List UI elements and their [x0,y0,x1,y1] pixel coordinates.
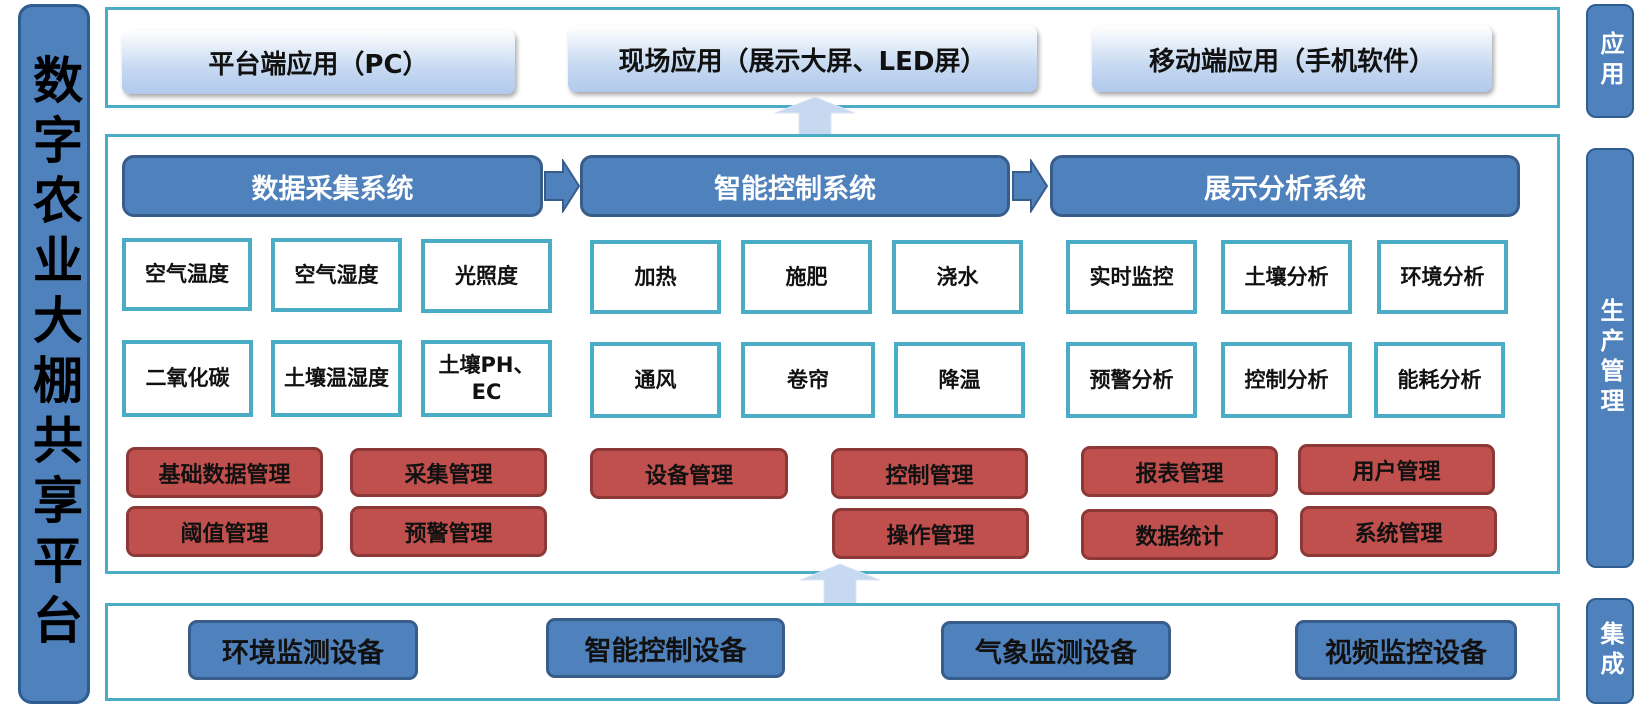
feature-warning-analysis: 预警分析 [1066,342,1197,418]
platform-title-text: 数字农业大棚共享平台 [25,54,83,654]
mgmt-system[interactable]: 系统管理 [1300,506,1497,557]
side-label-integration: 集成 [1586,598,1634,704]
platform-title: 数字农业大棚共享平台 [18,4,90,704]
system-header-control-label: 智能控制系统 [714,173,876,205]
feature-label: 土壤PH、EC [438,353,535,404]
device-label: 气象监测设备 [975,638,1137,669]
feature-label: 加热 [634,264,677,289]
feature-soil-analysis: 土壤分析 [1221,240,1352,314]
right-arrow-icon [544,159,581,213]
device-label: 智能控制设备 [584,635,747,667]
mgmt-device[interactable]: 设备管理 [590,448,788,499]
system-header-collection-label: 数据采集系统 [251,173,414,205]
device-label: 视频监控设备 [1325,637,1487,669]
feature-label: 光照度 [455,263,518,288]
feature-energy-analysis: 能耗分析 [1374,342,1505,418]
feature-air-humidity: 空气湿度 [271,238,402,312]
feature-label: 空气湿度 [294,262,379,287]
feature-environment-analysis: 环境分析 [1377,240,1508,314]
right-arrow-icon [1012,159,1049,213]
mgmt-data-statistics[interactable]: 数据统计 [1081,509,1278,560]
device-weather-monitoring[interactable]: 气象监测设备 [941,621,1171,680]
mgmt-threshold[interactable]: 阈值管理 [126,506,323,557]
mgmt-label: 系统管理 [1354,521,1443,547]
feature-label: 通风 [634,367,677,392]
mgmt-label: 阈值管理 [180,521,269,547]
feature-heating: 加热 [590,240,721,314]
side-label-production-text: 生产管理 [1596,298,1624,418]
feature-label: 土壤分析 [1244,264,1329,289]
app-mobile-button[interactable]: 移动端应用（手机软件） [1092,26,1492,92]
system-header-collection[interactable]: 数据采集系统 [122,155,543,217]
feature-label: 环境分析 [1400,264,1485,289]
system-header-analysis-label: 展示分析系统 [1204,173,1366,205]
system-header-control[interactable]: 智能控制系统 [580,155,1010,217]
mgmt-label: 用户管理 [1352,459,1441,485]
app-onsite-button[interactable]: 现场应用（展示大屏、LED屏） [568,26,1037,92]
feature-label: 空气温度 [145,262,229,287]
feature-illuminance: 光照度 [421,239,552,313]
app-onsite-label: 现场应用（展示大屏、LED屏） [618,46,987,77]
mgmt-label: 预警管理 [404,521,493,547]
mgmt-label: 数据统计 [1135,524,1224,550]
mgmt-report[interactable]: 报表管理 [1081,446,1278,497]
mgmt-operation[interactable]: 操作管理 [832,508,1029,559]
feature-realtime-monitoring: 实时监控 [1066,240,1197,314]
feature-cooling: 降温 [894,342,1025,418]
feature-label: 实时监控 [1089,264,1174,289]
mgmt-label: 操作管理 [886,523,975,549]
device-label: 环境监测设备 [222,637,384,669]
feature-roller-blind: 卷帘 [741,342,875,418]
feature-soil-ph-ec: 土壤PH、EC [421,340,552,417]
feature-label: 降温 [938,367,981,392]
mgmt-control[interactable]: 控制管理 [831,448,1028,499]
up-arrow-icon [800,564,880,604]
system-header-analysis[interactable]: 展示分析系统 [1050,155,1520,217]
feature-label: 控制分析 [1244,367,1329,392]
up-arrow-icon [775,97,855,137]
side-label-production: 生产管理 [1586,148,1634,568]
app-mobile-label: 移动端应用（手机软件） [1148,46,1435,77]
feature-control-analysis: 控制分析 [1221,342,1352,418]
device-video-monitoring[interactable]: 视频监控设备 [1295,620,1517,680]
feature-ventilation: 通风 [590,342,721,418]
mgmt-label: 控制管理 [885,463,974,489]
side-label-app: 应用 [1586,4,1634,118]
feature-fertilizing: 施肥 [741,240,872,314]
device-intelligent-control[interactable]: 智能控制设备 [546,618,785,678]
mgmt-label: 设备管理 [644,463,733,489]
feature-air-temperature: 空气温度 [122,238,252,311]
feature-soil-temp-humidity: 土壤温湿度 [271,340,402,417]
feature-label: 预警分析 [1089,367,1174,392]
feature-co2: 二氧化碳 [122,340,253,417]
app-pc-label: 平台端应用（PC） [208,49,429,80]
side-label-app-text: 应用 [1596,31,1624,91]
feature-label: 卷帘 [787,367,829,392]
feature-label: 浇水 [936,264,979,289]
mgmt-warning[interactable]: 预警管理 [350,506,547,557]
feature-label: 二氧化碳 [145,366,230,391]
mgmt-basic-data[interactable]: 基础数据管理 [126,447,323,498]
feature-label: 土壤温湿度 [284,366,389,391]
mgmt-label: 基础数据管理 [158,462,291,488]
mgmt-label: 报表管理 [1135,461,1224,487]
mgmt-user[interactable]: 用户管理 [1298,444,1495,495]
feature-watering: 浇水 [892,240,1023,314]
mgmt-collection[interactable]: 采集管理 [350,448,547,497]
side-label-integration-text: 集成 [1596,621,1624,681]
feature-label: 施肥 [785,264,828,289]
feature-label: 能耗分析 [1397,367,1482,392]
device-environment-monitoring[interactable]: 环境监测设备 [188,620,418,680]
mgmt-label: 采集管理 [404,462,493,488]
app-pc-button[interactable]: 平台端应用（PC） [122,30,515,94]
